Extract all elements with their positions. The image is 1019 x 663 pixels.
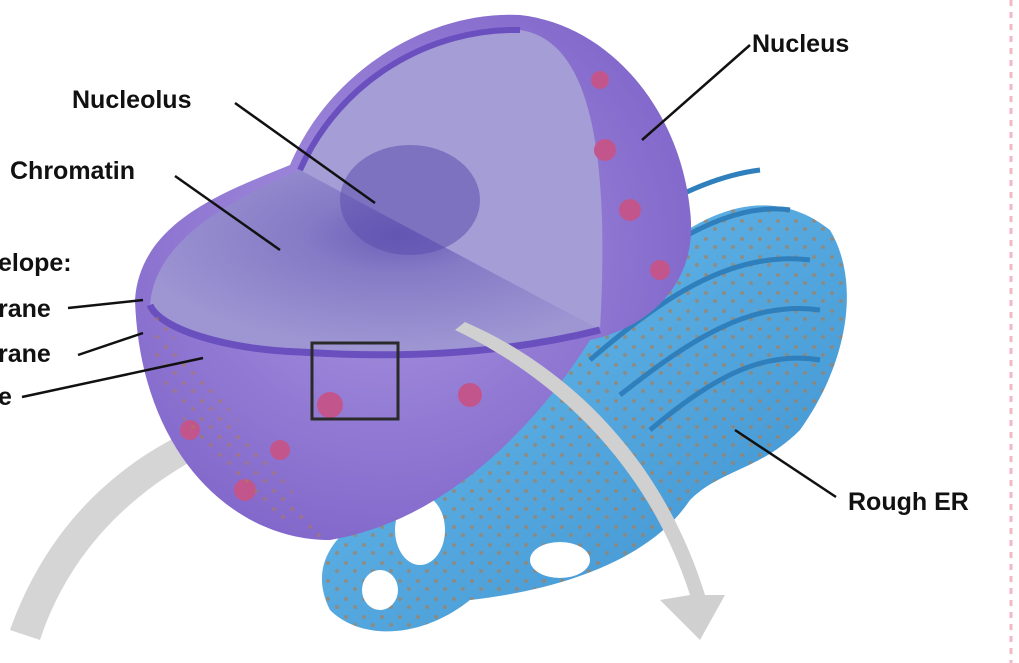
leader-membrane-2 bbox=[78, 333, 143, 355]
label-membrane-2-partial: rane bbox=[0, 340, 51, 368]
label-membrane-1-partial: rane bbox=[0, 295, 51, 323]
label-chromatin: Chromatin bbox=[10, 157, 135, 185]
label-pore-partial: e bbox=[0, 383, 12, 411]
leader-membrane-1 bbox=[68, 300, 143, 308]
label-rough-er: Rough ER bbox=[848, 488, 969, 516]
label-nucleus: Nucleus bbox=[752, 30, 849, 58]
label-nuclear-envelope-partial: elope: bbox=[0, 249, 72, 277]
leader-nucleus bbox=[642, 45, 750, 140]
label-nucleolus: Nucleolus bbox=[72, 86, 191, 114]
